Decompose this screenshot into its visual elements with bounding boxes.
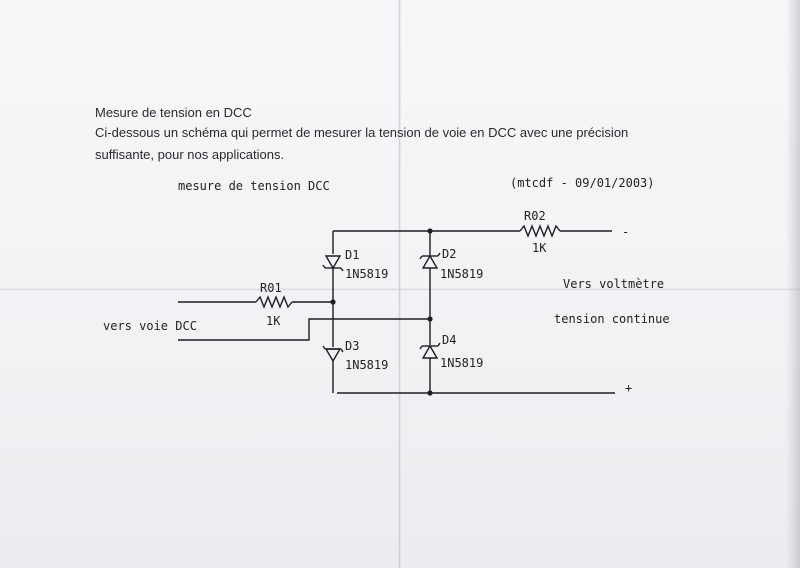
fold-crease-horizontal [0, 288, 800, 291]
input-wire-top [178, 295, 333, 309]
schematic-heading: mesure de tension DCC [178, 179, 330, 193]
input-wire-bottom [178, 318, 430, 341]
input-label: vers voie DCC [103, 319, 197, 333]
diode-d2-symbol [419, 252, 441, 269]
output-label-1: Vers voltmètre [563, 277, 664, 291]
minus-terminal-sign: - [622, 225, 629, 239]
d3-label: D3 [345, 339, 359, 353]
diode-d3-symbol [322, 345, 344, 363]
paper-edge-shadow [786, 0, 800, 568]
r02-label: R02 [524, 209, 546, 223]
intro-text-line-2: suffisante, pour nos applications. [95, 147, 285, 162]
plus-terminal-sign: + [625, 381, 632, 395]
page-title: Mesure de tension en DCC [95, 105, 252, 120]
r01-label: R01 [260, 281, 282, 295]
r02-value: 1K [532, 241, 547, 255]
fold-crease-vertical [398, 0, 401, 568]
top-rail-wire [333, 224, 612, 238]
d2-label: D2 [442, 247, 456, 261]
d2-part: 1N5819 [440, 267, 483, 281]
d4-label: D4 [442, 333, 456, 347]
intro-text-line-1: Ci-dessous un schéma qui permet de mesur… [95, 125, 629, 140]
diode-d4-symbol [419, 342, 441, 359]
diode-d1-symbol [322, 255, 344, 272]
r01-value: 1K [266, 314, 281, 328]
junction-dots [330, 228, 433, 396]
output-label-2: tension continue [554, 312, 670, 326]
d3-part: 1N5819 [345, 358, 388, 372]
d1-label: D1 [345, 248, 359, 262]
d4-part: 1N5819 [440, 356, 483, 370]
schematic-credit: (mtcdf - 09/01/2003) [510, 176, 655, 190]
d1-part: 1N5819 [345, 267, 388, 281]
